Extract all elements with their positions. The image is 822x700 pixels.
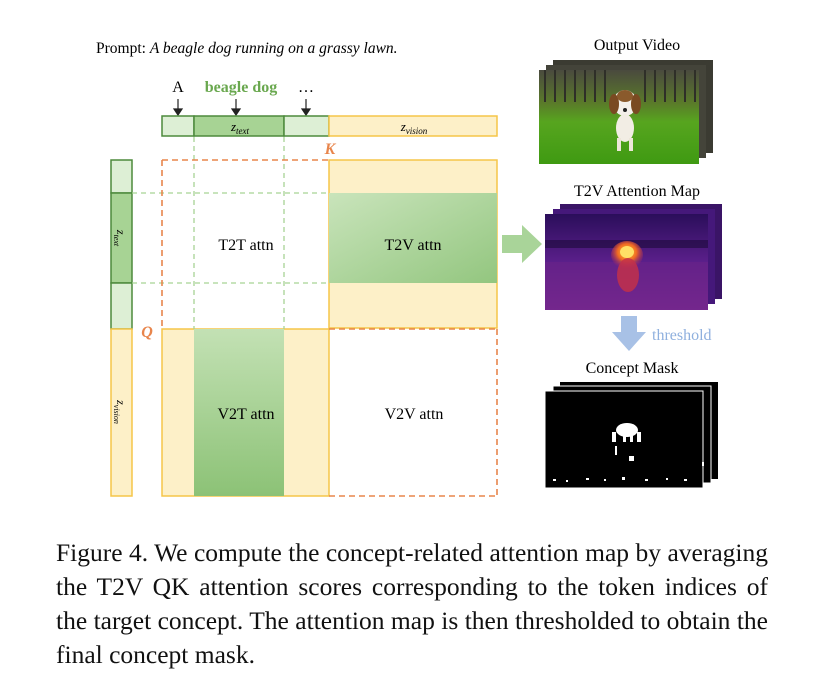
token-beagle-dog: beagle dog: [205, 79, 277, 96]
output-video-frames: [539, 60, 713, 164]
v2t-highlight: [194, 329, 284, 496]
figure-caption: Figure 4. We compute the concept-related…: [56, 536, 768, 672]
threshold-arrow-icon: [612, 316, 646, 351]
output-video-title: Output Video: [594, 37, 680, 54]
prompt-text: A beagle dog running on a grassy lawn.: [149, 40, 398, 57]
threshold-label: threshold: [652, 327, 712, 344]
v2v-attn-label: V2V attn: [385, 406, 444, 423]
t2t-attn-label: T2T attn: [218, 237, 273, 254]
matrix-dashed-border: [161, 159, 498, 497]
concept-mask-frames: [544, 382, 718, 489]
prompt-label: Prompt:: [96, 40, 146, 57]
z-vision-label-left: zvision: [112, 399, 128, 424]
v2t-attn-label: V2T attn: [217, 406, 274, 423]
z-text-label-top: ztext: [230, 119, 250, 136]
t2v-attn-label: T2V attn: [384, 237, 441, 254]
q-label: Q: [141, 324, 153, 341]
k-label: K: [324, 141, 337, 158]
guide-lines: [132, 137, 329, 329]
t2v-highlight: [329, 193, 497, 283]
attention-map-title: T2V Attention Map: [574, 183, 700, 200]
prompt-line: Prompt: A beagle dog running on a grassy…: [96, 40, 398, 57]
q-token-bar: ztext zvision: [110, 159, 133, 497]
green-arrow-icon: [502, 225, 542, 263]
caption-text: Figure 4. We compute the concept-related…: [56, 538, 768, 669]
attention-map-frames: [545, 204, 722, 310]
z-vision-label-top: zvision: [400, 119, 428, 136]
beagle-dog-icon: [609, 90, 641, 151]
z-text-label-left: ztext: [112, 229, 128, 247]
token-ellipsis: …: [298, 79, 314, 96]
k-token-bar: ztext zvision: [161, 115, 498, 137]
mask-blob: [553, 423, 704, 482]
token-arrows: [172, 99, 312, 117]
figure-diagram: Prompt: A beagle dog running on a grassy…: [96, 37, 722, 497]
attention-matrix: K Q T2T attn T2V attn V2T attn V2V attn: [132, 137, 498, 497]
token-a: A: [172, 79, 184, 96]
concept-mask-title: Concept Mask: [586, 360, 679, 377]
